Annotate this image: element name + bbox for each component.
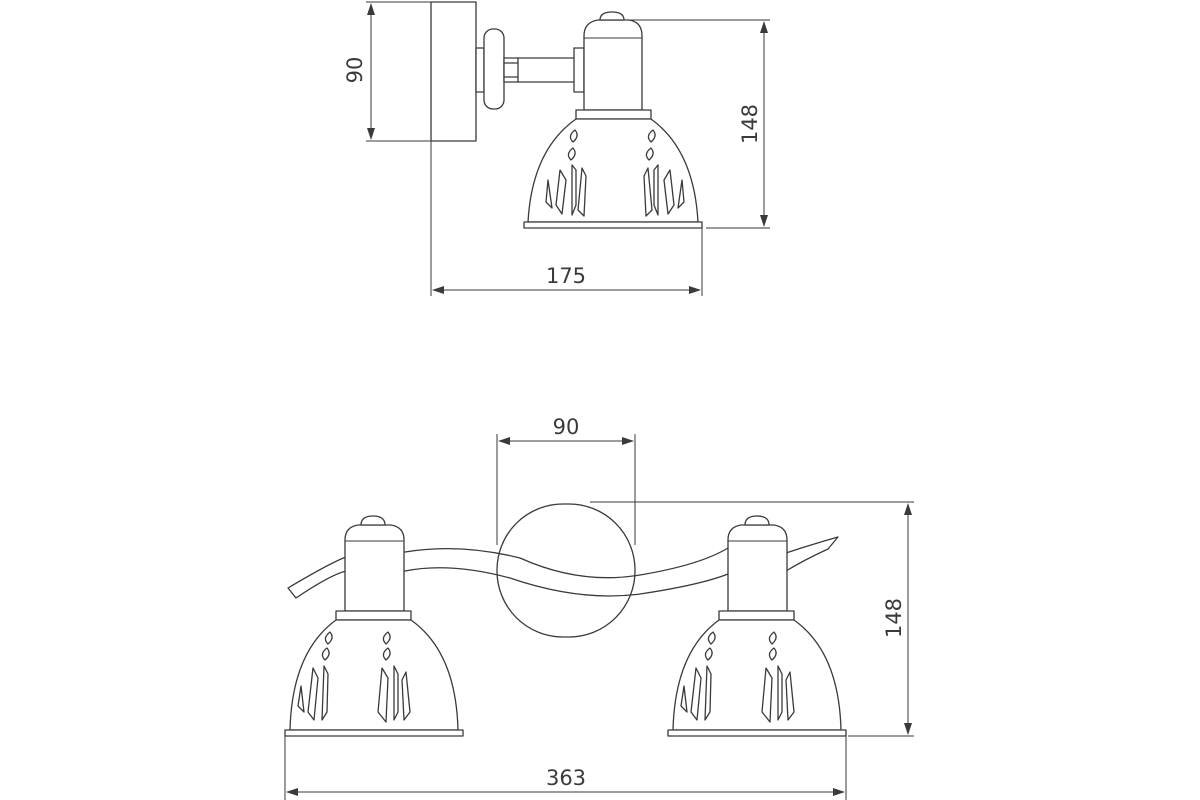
side-view: 90 148 175 bbox=[343, 1, 770, 296]
side-dim-90-label: 90 bbox=[343, 57, 367, 84]
front-dim-90: 90 bbox=[496, 415, 636, 545]
side-dim-175: 175 bbox=[430, 141, 703, 296]
side-shade-pattern bbox=[545, 129, 685, 217]
front-dim-363-label: 363 bbox=[546, 766, 586, 790]
side-lamp-rim bbox=[523, 221, 703, 229]
front-right-lamp bbox=[667, 515, 847, 737]
side-dim-90: 90 bbox=[343, 1, 431, 142]
front-dim-363: 363 bbox=[284, 736, 847, 800]
front-arm bbox=[287, 556, 347, 599]
front-dim-148: 148 bbox=[590, 501, 914, 737]
front-view: 90 148 363 bbox=[284, 415, 914, 800]
side-bracket-knob bbox=[475, 47, 485, 93]
front-wall-plate bbox=[496, 503, 636, 638]
side-dim-148: 148 bbox=[626, 19, 770, 229]
front-dim-90-label: 90 bbox=[553, 415, 580, 439]
front-dim-148-label: 148 bbox=[882, 598, 906, 638]
side-swivel-knob bbox=[483, 28, 505, 110]
side-dim-175-label: 175 bbox=[546, 264, 586, 288]
front-left-lamp bbox=[284, 515, 464, 737]
side-lamp-cap bbox=[583, 19, 643, 111]
side-arm-rod bbox=[503, 57, 579, 83]
side-arm-collar bbox=[573, 47, 585, 93]
side-wall-plate bbox=[430, 1, 477, 142]
side-lamp-ring bbox=[575, 109, 652, 120]
side-dim-148-label: 148 bbox=[738, 104, 762, 144]
